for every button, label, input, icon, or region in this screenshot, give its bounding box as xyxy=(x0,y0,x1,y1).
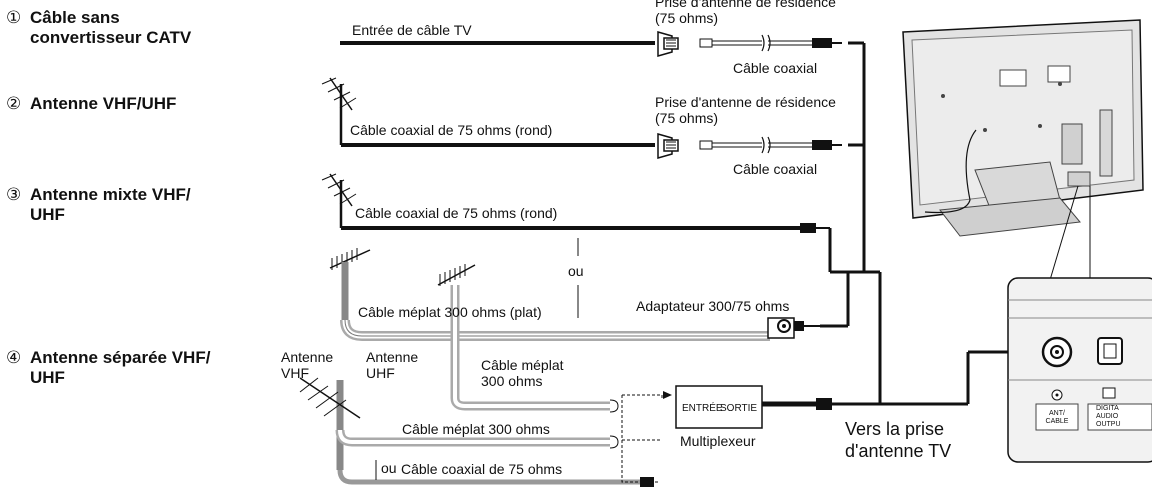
f-connector-3 xyxy=(800,223,816,233)
option-1-line2: convertisseur CATV xyxy=(30,28,192,47)
antenna-combo-icon xyxy=(321,173,357,228)
option-number: ③ xyxy=(6,185,22,204)
option-3-line1: Antenne mixte VHF/ xyxy=(30,185,191,204)
option-number: ② xyxy=(6,94,22,113)
antenna-uhf-label: Antenne UHF xyxy=(366,349,418,381)
option-1-line1: Câble sans xyxy=(30,8,120,27)
bus-lines xyxy=(820,43,1012,406)
flat-cable-vhf xyxy=(335,429,619,449)
coax-cable-2 xyxy=(699,136,842,154)
or-4-label: ou xyxy=(381,460,397,476)
option-4-line1: Antenne séparée VHF/ xyxy=(30,348,211,367)
flat-300-4-label: Câble méplat 300 ohms xyxy=(402,421,550,437)
digital-audio-jack-icon xyxy=(1097,337,1123,399)
coax-75-4-label: Câble coaxial de 75 ohms xyxy=(401,461,563,477)
multiplexer-label: Multiplexeur xyxy=(680,433,756,449)
digital-line2: AUDIO xyxy=(1096,413,1119,420)
wall-jack-1-line2: (75 ohms) xyxy=(655,10,719,26)
digital-line3: OUTPU xyxy=(1096,421,1121,428)
antenna-uhf-line1: Antenne xyxy=(366,349,419,365)
ant-cable-jack-icon xyxy=(1041,336,1073,401)
option-number: ④ xyxy=(6,348,22,367)
coax-round-2-label: Câble coaxial de 75 ohms (rond) xyxy=(350,122,553,138)
coax-round-3-label: Câble coaxial de 75 ohms (rond) xyxy=(355,205,558,221)
arrow-to-mux-icon xyxy=(663,391,672,399)
antenna-vhf-uhf-icon xyxy=(321,77,357,145)
mux-in-label: ENTRÉE xyxy=(682,403,723,414)
connector-panel xyxy=(1007,277,1152,463)
option-2-line1: Antenne VHF/UHF xyxy=(30,94,177,113)
option-4-line2: UHF xyxy=(30,368,65,387)
antenna-uhf-line2: UHF xyxy=(366,365,395,381)
to-tv-label: Vers la prise d'antenne TV xyxy=(845,418,951,462)
antenna-vhf-line2: VHF xyxy=(281,365,309,381)
to-tv-line2: d'antenne TV xyxy=(845,441,952,461)
cable-tv-input-label: Entrée de câble TV xyxy=(352,22,472,38)
option-3-label: ③ Antenne mixte VHF/UHF xyxy=(6,185,191,225)
coax-2-label: Câble coaxial xyxy=(733,161,818,177)
antenna-vhf-icon xyxy=(299,377,361,470)
wall-jack-1-line1: Prise d'antenne de résidence xyxy=(655,0,836,10)
coax-cable-1 xyxy=(699,34,842,52)
flat-cable-uhf xyxy=(450,285,619,413)
antenna-vhf-label: Antenne VHF xyxy=(281,349,333,381)
mux-out-label: SORTIE xyxy=(720,403,758,414)
ant-cable-line2: CABLE xyxy=(1045,418,1069,425)
ant-cable-label: ANT/ CABLE xyxy=(1038,410,1076,426)
ant-cable-line1: ANT/ xyxy=(1049,410,1065,417)
bracket-arrow xyxy=(621,395,660,483)
flat-uhf-label: Câble méplat 300 ohms xyxy=(481,357,564,389)
f-connector-mux xyxy=(816,398,832,410)
wall-jack-1 xyxy=(657,31,679,57)
wall-jack-2-line2: (75 ohms) xyxy=(655,110,719,126)
option-3-line2: UHF xyxy=(30,205,65,224)
tv-back-illustration xyxy=(902,19,1144,237)
antenna-flat-icon xyxy=(329,248,371,320)
flat-uhf-line1: Câble méplat xyxy=(481,357,564,373)
flat-cable-300-row3 xyxy=(340,319,770,341)
wall-jack-2-label: Prise d'antenne de résidence (75 ohms) xyxy=(655,94,836,126)
wall-jack-2-line1: Prise d'antenne de résidence xyxy=(655,94,836,110)
option-4-label: ④ Antenne séparée VHF/UHF xyxy=(6,348,210,388)
wall-jack-2 xyxy=(657,133,679,159)
adapter-300-75-icon xyxy=(767,317,804,339)
digital-line1: DIGITA xyxy=(1096,405,1119,412)
flat-300-3-label: Câble méplat 300 ohms (plat) xyxy=(358,304,542,320)
antenna-uhf-icon xyxy=(437,264,476,286)
to-tv-line1: Vers la prise xyxy=(845,419,945,439)
option-2-label: ② Antenne VHF/UHF xyxy=(6,94,176,114)
or-3-label: ou xyxy=(568,263,584,279)
wall-jack-1-label: Prise d'antenne de résidence (75 ohms) xyxy=(655,0,836,26)
flat-uhf-line2: 300 ohms xyxy=(481,373,543,389)
antenna-vhf-line1: Antenne xyxy=(281,349,334,365)
coax-1-label: Câble coaxial xyxy=(733,60,818,76)
digital-audio-label: DIGITA AUDIO OUTPU xyxy=(1096,405,1146,429)
multiplexer-box xyxy=(675,385,763,429)
adapter-label: Adaptateur 300/75 ohms xyxy=(636,298,790,314)
option-number: ① xyxy=(6,8,22,27)
